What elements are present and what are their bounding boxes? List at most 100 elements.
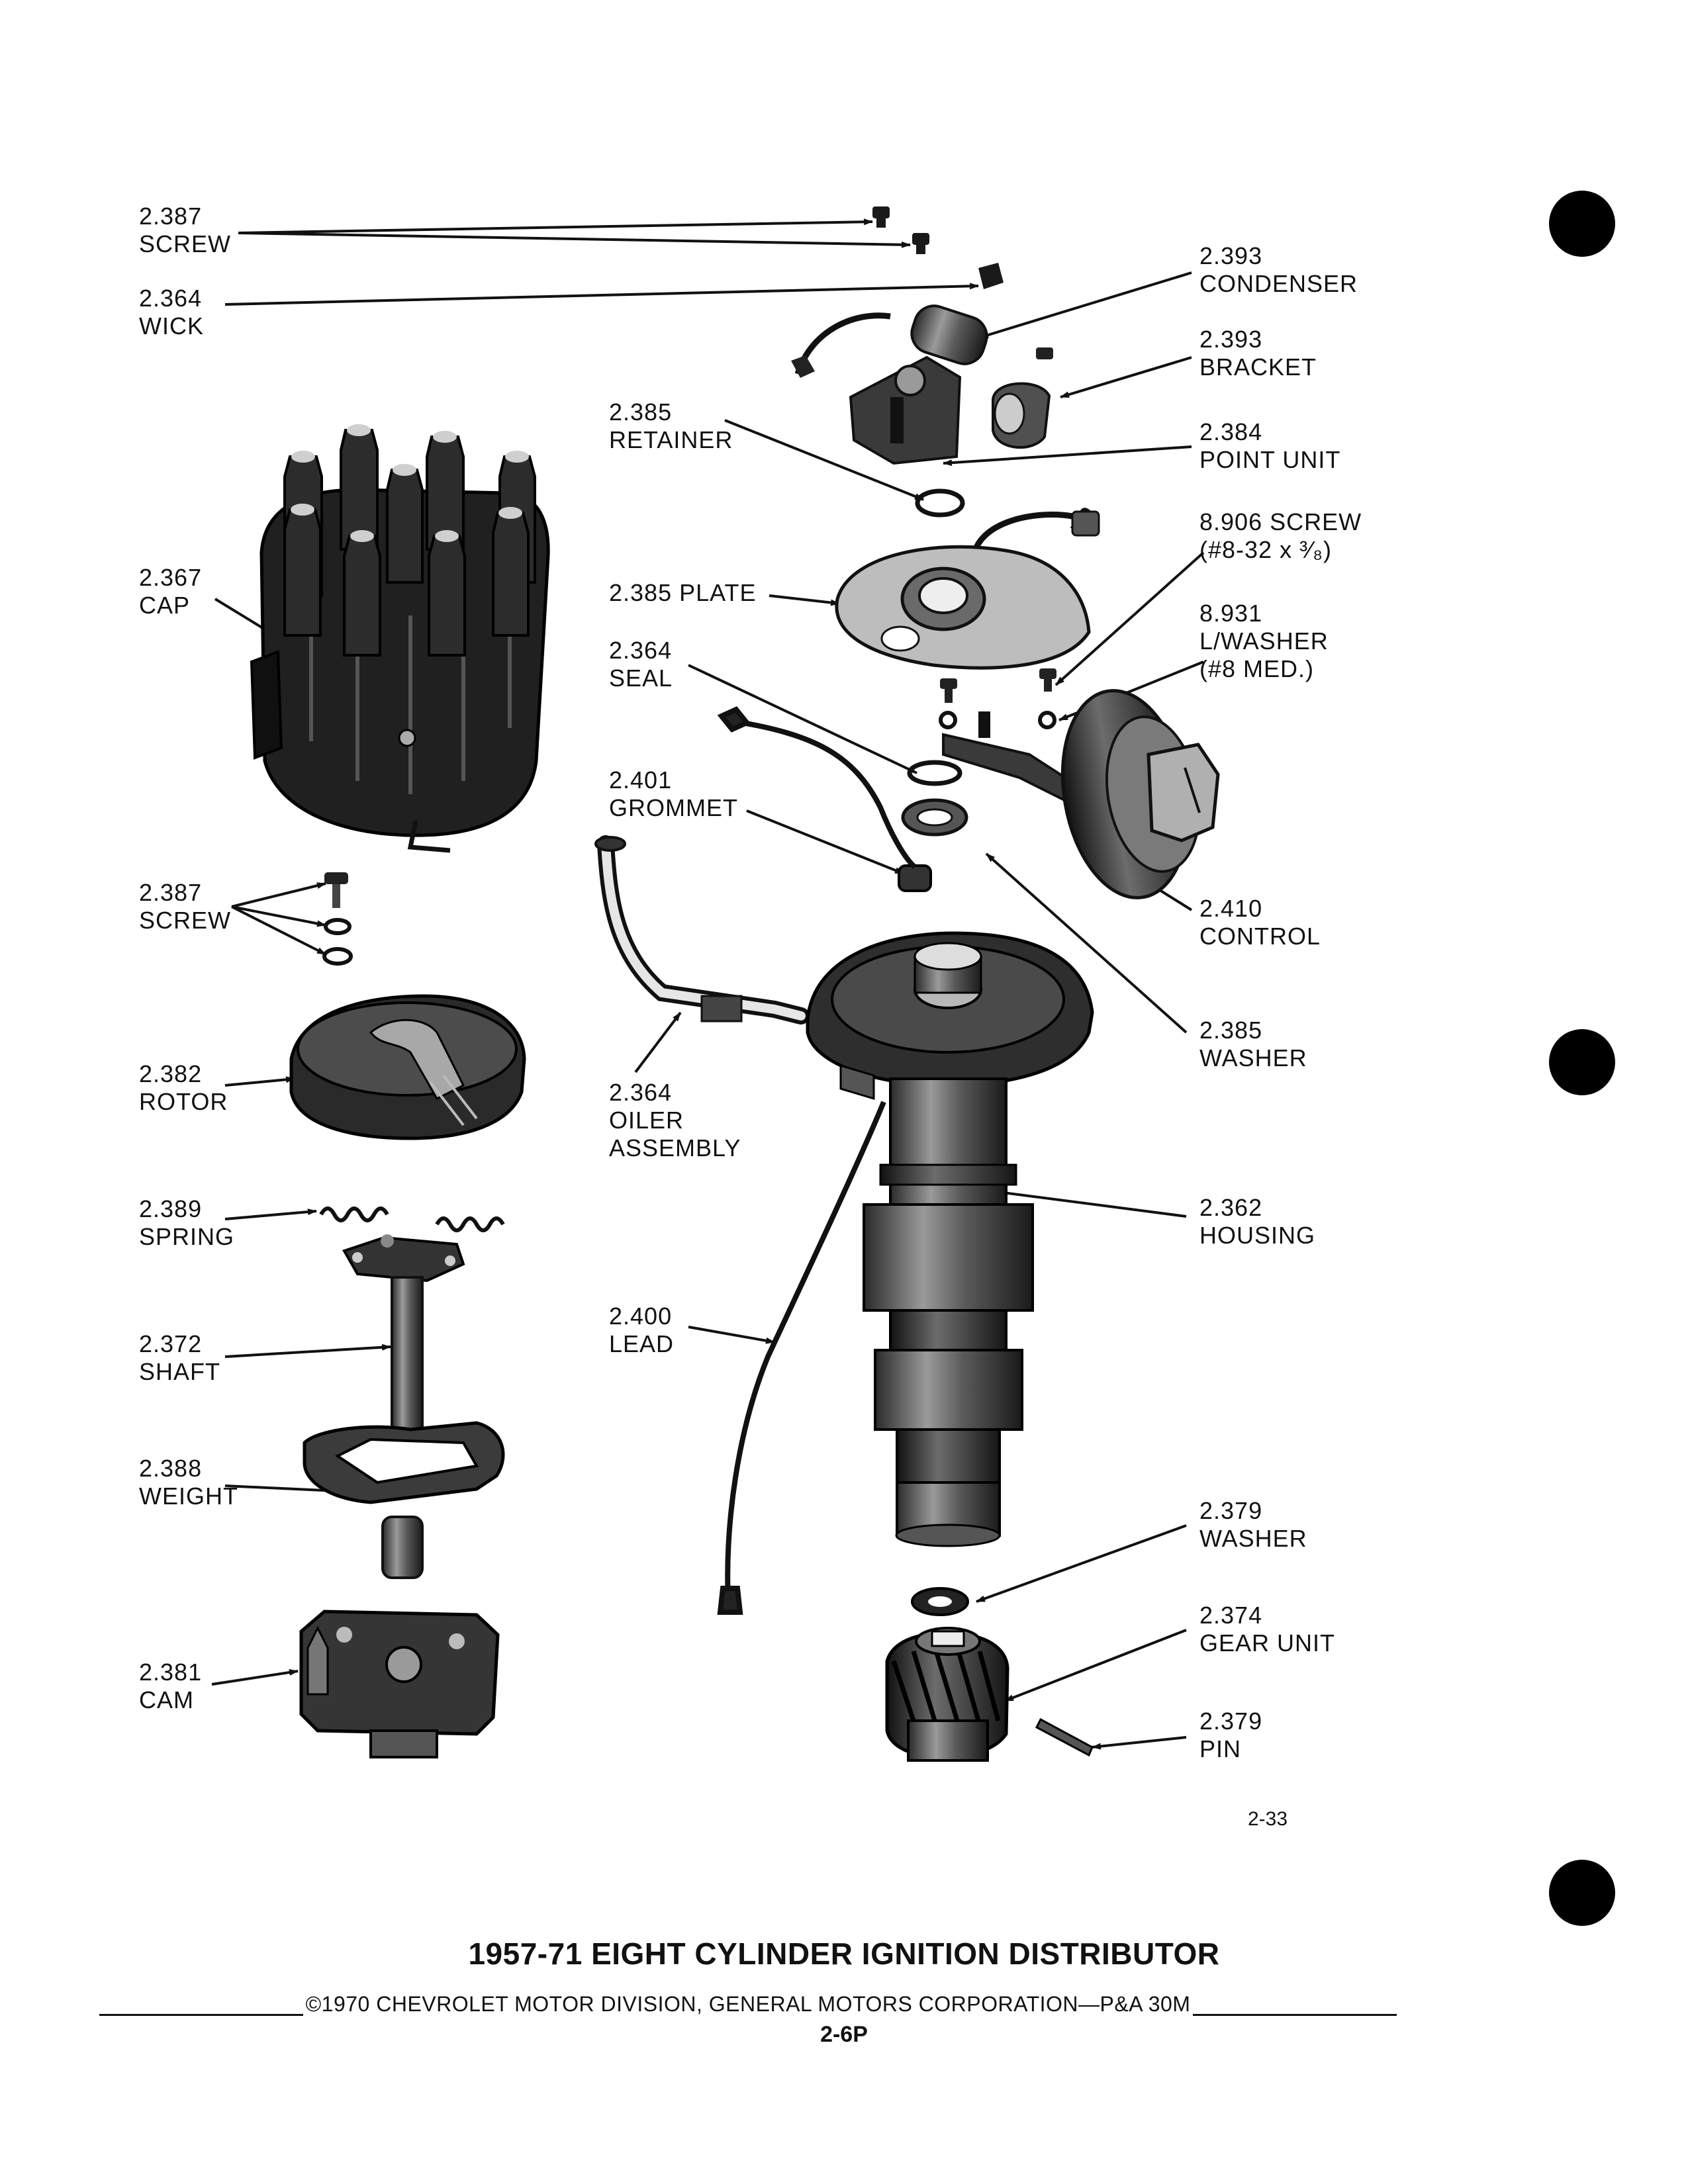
binder-hole-bottom <box>1549 1860 1615 1926</box>
part-number: 2.381 <box>139 1659 203 1686</box>
part-number: 2.400 <box>609 1302 673 1330</box>
part-name: PIN <box>1199 1735 1242 1762</box>
part-number: 2.384 <box>1199 418 1263 445</box>
seal-part <box>907 760 962 786</box>
label-cam: 2.381 CAM <box>139 1659 202 1714</box>
part-number: 2.364 <box>139 285 203 312</box>
label-housing: 2.362 HOUSING <box>1199 1194 1315 1250</box>
part-name: OILER <box>609 1107 684 1134</box>
washer-379-part <box>911 1587 969 1616</box>
part-name: GEAR UNIT <box>1199 1629 1336 1657</box>
part-number: 2.387 <box>139 203 203 230</box>
part-number: 2.385 <box>1199 1017 1263 1044</box>
retainer-part <box>915 488 965 518</box>
part-name: L/WASHER <box>1199 627 1329 655</box>
label-cap: 2.367 CAP <box>139 564 202 619</box>
label-rotor: 2.382 ROTOR <box>139 1060 228 1116</box>
label-wick: 2.364 WICK <box>139 285 204 340</box>
label-weight: 2.388 WEIGHT <box>139 1455 238 1510</box>
part-name: WICK <box>139 312 204 340</box>
part-name: WEIGHT <box>139 1482 238 1510</box>
part-name: SHAFT <box>139 1358 221 1385</box>
binder-hole-middle <box>1549 1029 1615 1095</box>
housing-part <box>806 931 1094 1547</box>
screw-8906-parts <box>940 668 1056 703</box>
part-number: 2.374 <box>1199 1602 1263 1629</box>
part-number: 2.387 <box>139 879 203 906</box>
part-number: 2.364 <box>609 637 673 664</box>
condenser-part <box>791 304 988 378</box>
cam-part <box>299 1610 500 1758</box>
plate-part <box>835 508 1100 670</box>
part-number: 2.388 <box>139 1455 203 1482</box>
part-number: 8.931 <box>1199 600 1263 627</box>
part-name: PLATE <box>679 579 757 606</box>
part-name: RETAINER <box>609 426 733 453</box>
part-name: SCREW <box>139 907 231 934</box>
part-number: 2.372 <box>139 1330 203 1357</box>
lead-part <box>717 706 917 1615</box>
part-name-2: ASSEMBLY <box>609 1134 741 1161</box>
page-number: 2-6P <box>820 2022 868 2047</box>
part-name: CONDENSER <box>1199 270 1358 297</box>
part-name: SCREW <box>139 230 231 257</box>
cap-part <box>250 424 550 853</box>
control-part <box>942 689 1220 899</box>
part-number: 2.364 <box>609 1079 673 1106</box>
label-retainer: 2.385 RETAINER <box>609 398 733 454</box>
part-number: 8.906 <box>1199 508 1263 535</box>
bracket-part <box>992 347 1053 449</box>
label-washer-379: 2.379 WASHER <box>1199 1497 1307 1553</box>
part-number: 2.385 <box>609 579 673 606</box>
label-screw-top: 2.387 SCREW <box>139 203 231 258</box>
label-seal: 2.364 SEAL <box>609 637 673 692</box>
part-number: 2.367 <box>139 564 203 591</box>
label-oiler: 2.364 OILER ASSEMBLY <box>609 1079 741 1162</box>
part-name: CONTROL <box>1199 923 1321 950</box>
copyright-line: ©1970 CHEVROLET MOTOR DIVISION, GENERAL … <box>99 1992 1397 2019</box>
part-name: CAM <box>139 1686 194 1713</box>
bushing-part <box>381 1516 424 1579</box>
spring-parts <box>319 1206 505 1232</box>
part-name: ROTOR <box>139 1088 228 1115</box>
page-title: 1957-71 EIGHT CYLINDER IGNITION DISTRIBU… <box>468 1936 1220 1971</box>
part-number: 2.382 <box>139 1060 203 1087</box>
oiler-part <box>594 835 810 1024</box>
part-spec: (#8-32 x ³⁄₈) <box>1199 536 1332 563</box>
label-screw-8906: 8.906 SCREW (#8-32 x ³⁄₈) <box>1199 508 1362 564</box>
part-number: 2.379 <box>1199 1497 1263 1524</box>
rotor-part <box>289 994 526 1140</box>
part-name: SPRING <box>139 1223 235 1250</box>
copyright-text-wrap: ©1970 CHEVROLET MOTOR DIVISION, GENERAL … <box>99 1992 1397 2017</box>
part-name: LEAD <box>609 1330 675 1357</box>
part-spec: (#8 MED.) <box>1199 655 1315 682</box>
part-number: 2.393 <box>1199 242 1263 269</box>
part-name: SEAL <box>609 664 673 692</box>
binder-hole-top <box>1549 191 1615 257</box>
label-shaft: 2.372 SHAFT <box>139 1330 220 1386</box>
part-number: 2.362 <box>1199 1194 1263 1221</box>
gear-unit-part <box>885 1627 1009 1762</box>
part-name: CAP <box>139 592 191 619</box>
label-point-unit: 2.384 POINT UNIT <box>1199 418 1340 474</box>
figure-number: 2-33 <box>1248 1808 1288 1830</box>
part-number: 2.385 <box>609 398 673 426</box>
label-lwasher: 8.931 L/WASHER (#8 MED.) <box>1199 600 1329 683</box>
part-name: GROMMET <box>609 794 738 821</box>
part-number: 2.379 <box>1199 1707 1263 1735</box>
label-grommet: 2.401 GROMMET <box>609 766 738 822</box>
lwasher-parts <box>939 711 1056 729</box>
part-name: HOUSING <box>1199 1222 1316 1249</box>
label-pin: 2.379 PIN <box>1199 1707 1262 1763</box>
part-number: 2.401 <box>609 766 673 794</box>
point-unit-part <box>849 355 962 465</box>
part-name: WASHER <box>1199 1525 1307 1552</box>
label-spring: 2.389 SPRING <box>139 1195 234 1251</box>
screw-rotor-parts <box>322 872 353 966</box>
part-name: BRACKET <box>1199 353 1317 381</box>
label-gear-unit: 2.374 GEAR UNIT <box>1199 1602 1335 1657</box>
part-name: SCREW <box>1270 508 1362 535</box>
part-number: 2.410 <box>1199 895 1263 922</box>
label-screw-rotor: 2.387 SCREW <box>139 879 231 934</box>
